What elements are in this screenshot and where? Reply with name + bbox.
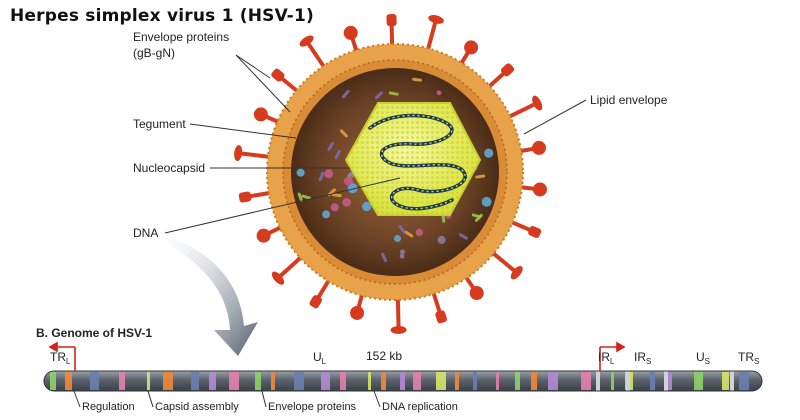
region-irl-text: IR (598, 350, 610, 364)
region-trs-text: TR (738, 350, 754, 364)
spike (271, 251, 307, 285)
label-envelope-proteins: Envelope proteins (133, 30, 230, 44)
region-trl-text: TR (50, 350, 66, 364)
label-dna: DNA (133, 226, 159, 240)
region-ul-sub: L (321, 357, 327, 366)
region-us: US (696, 350, 711, 366)
label-envelope-proteins-sub: (gB-gN) (133, 46, 176, 60)
region-us-text: U (696, 350, 705, 364)
genome-heading: B. Genome of HSV-1 (36, 326, 153, 340)
region-irs: IRS (634, 350, 652, 366)
label-lipid-envelope: Lipid envelope (590, 93, 668, 107)
legend-dna-replication: DNA replication (382, 401, 458, 413)
spike (299, 35, 329, 73)
spike (424, 15, 444, 57)
region-trs-sub: S (754, 357, 760, 366)
page-title: Herpes simplex virus 1 (HSV-1) (10, 6, 314, 26)
region-irs-text: IR (634, 350, 646, 364)
leader-lines (164, 54, 587, 234)
region-irl-sub: L (610, 357, 615, 366)
label-nucleocapsid: Nucleocapsid (133, 161, 206, 175)
legend-capsid-assembly: Capsid assembly (155, 401, 239, 413)
region-irl: IRL (598, 350, 615, 366)
region-arrows (48, 341, 626, 371)
spike (486, 247, 523, 280)
region-trs: TRS (738, 350, 760, 366)
genome-size: 152 kb (366, 349, 403, 363)
region-irs-sub: S (646, 357, 652, 366)
region-trl-sub: L (66, 357, 71, 366)
legend-envelope-proteins: Envelope proteins (268, 401, 357, 413)
region-us-sub: S (704, 357, 711, 366)
dna-strand (368, 113, 467, 211)
region-trl: TRL (50, 350, 71, 366)
label-tegument: Tegument (133, 117, 186, 131)
region-ul-text: U (313, 350, 322, 364)
spike (483, 63, 515, 93)
genome-segments (50, 371, 749, 391)
legend-ticks (73, 390, 381, 408)
legend-regulation: Regulation (82, 401, 135, 413)
region-ul: UL (313, 350, 327, 366)
curved-arrow-icon (168, 236, 258, 356)
